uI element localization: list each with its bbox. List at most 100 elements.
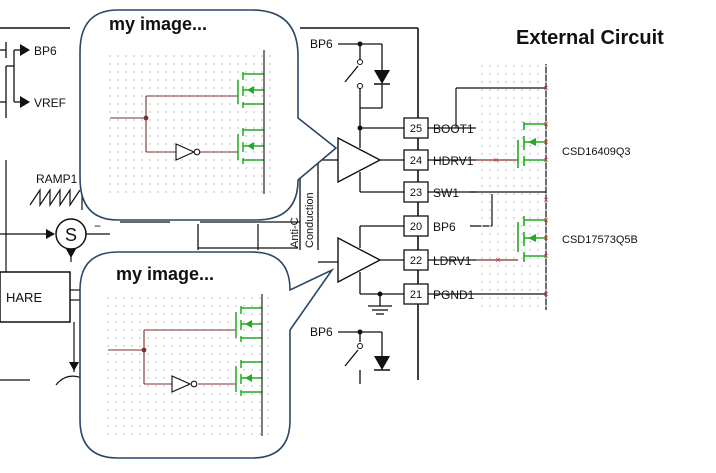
grid-dot (269, 95, 271, 97)
grid-dot (545, 89, 547, 91)
net-marker: × (543, 251, 548, 261)
grid-dot (125, 135, 127, 137)
grid-dot (211, 305, 213, 307)
grid-dot (227, 377, 229, 379)
grid-dot (545, 241, 547, 243)
grid-dot (189, 119, 191, 121)
grid-dot (497, 81, 499, 83)
low-side-fet (517, 216, 546, 262)
grid-dot (149, 183, 151, 185)
grid-dot (481, 73, 483, 75)
grid-dot (133, 135, 135, 137)
grid-dot (115, 417, 117, 419)
grid-dot (513, 265, 515, 267)
grid-dot (211, 417, 213, 419)
grid-dot (107, 425, 109, 427)
grid-dot (253, 191, 255, 193)
grid-dot (123, 401, 125, 403)
grid-dot (139, 313, 141, 315)
grid-dot (115, 409, 117, 411)
grid-dot (545, 249, 547, 251)
grid-dot (117, 119, 119, 121)
grid-dot (117, 183, 119, 185)
grid-dot (497, 217, 499, 219)
grid-dot (173, 175, 175, 177)
grid-dot (513, 305, 515, 307)
grid-dot (537, 249, 539, 251)
grid-dot (125, 95, 127, 97)
grid-dot (203, 345, 205, 347)
grid-dot (139, 337, 141, 339)
grid-dot (195, 313, 197, 315)
grid-dot (203, 385, 205, 387)
grid-dot (181, 119, 183, 121)
grid-dot (123, 385, 125, 387)
grid-dot (117, 111, 119, 113)
grid-dot (149, 63, 151, 65)
grid-dot (197, 119, 199, 121)
grid-dot (221, 71, 223, 73)
grid-dot (195, 409, 197, 411)
grid-dot (213, 63, 215, 65)
grid-dot (131, 321, 133, 323)
grid-dot (115, 377, 117, 379)
grid-dot (537, 185, 539, 187)
grid-dot (227, 305, 229, 307)
grid-dot (109, 167, 111, 169)
grid-dot (221, 143, 223, 145)
grid-dot (529, 113, 531, 115)
grid-dot (173, 103, 175, 105)
grid-dot (173, 143, 175, 145)
grid-dot (229, 167, 231, 169)
grid-dot (123, 369, 125, 371)
grid-dot (157, 79, 159, 81)
grid-dot (497, 257, 499, 259)
grid-dot (181, 191, 183, 193)
grid-dot (545, 153, 547, 155)
grid-dot (117, 143, 119, 145)
grid-dot (505, 73, 507, 75)
grid-dot (117, 79, 119, 81)
grid-dot (227, 337, 229, 339)
switch-top-pivot-b (357, 83, 363, 89)
grid-dot (481, 121, 483, 123)
grid-dot (537, 201, 539, 203)
grid-dot (133, 95, 135, 97)
comparator-down-arrow (69, 362, 79, 371)
grid-dot (147, 433, 149, 435)
grid-dot (267, 297, 269, 299)
grid-dot (481, 209, 483, 211)
grid-dot (505, 209, 507, 211)
grid-dot (107, 401, 109, 403)
grid-dot (227, 297, 229, 299)
grid-dot (131, 305, 133, 307)
grid-dot (497, 233, 499, 235)
grid-dot (109, 119, 111, 121)
grid-dot (139, 369, 141, 371)
grid-dot (497, 97, 499, 99)
grid-dot (189, 191, 191, 193)
grid-dot (261, 71, 263, 73)
grid-dot (245, 183, 247, 185)
grid-dot (243, 393, 245, 395)
grid-dot (141, 71, 143, 73)
grid-dot (163, 361, 165, 363)
grid-dot (155, 425, 157, 427)
grid-dot (131, 297, 133, 299)
grid-dot (181, 71, 183, 73)
grid-dot (259, 345, 261, 347)
grid-dot (189, 135, 191, 137)
grid-dot (155, 433, 157, 435)
grid-dot (115, 385, 117, 387)
grid-dot (245, 111, 247, 113)
grid-dot (269, 127, 271, 129)
grid-dot (489, 209, 491, 211)
grid-dot (537, 265, 539, 267)
grid-dot (513, 129, 515, 131)
grid-dot (171, 401, 173, 403)
grid-dot (125, 111, 127, 113)
grid-dot (107, 417, 109, 419)
grid-dot (211, 297, 213, 299)
